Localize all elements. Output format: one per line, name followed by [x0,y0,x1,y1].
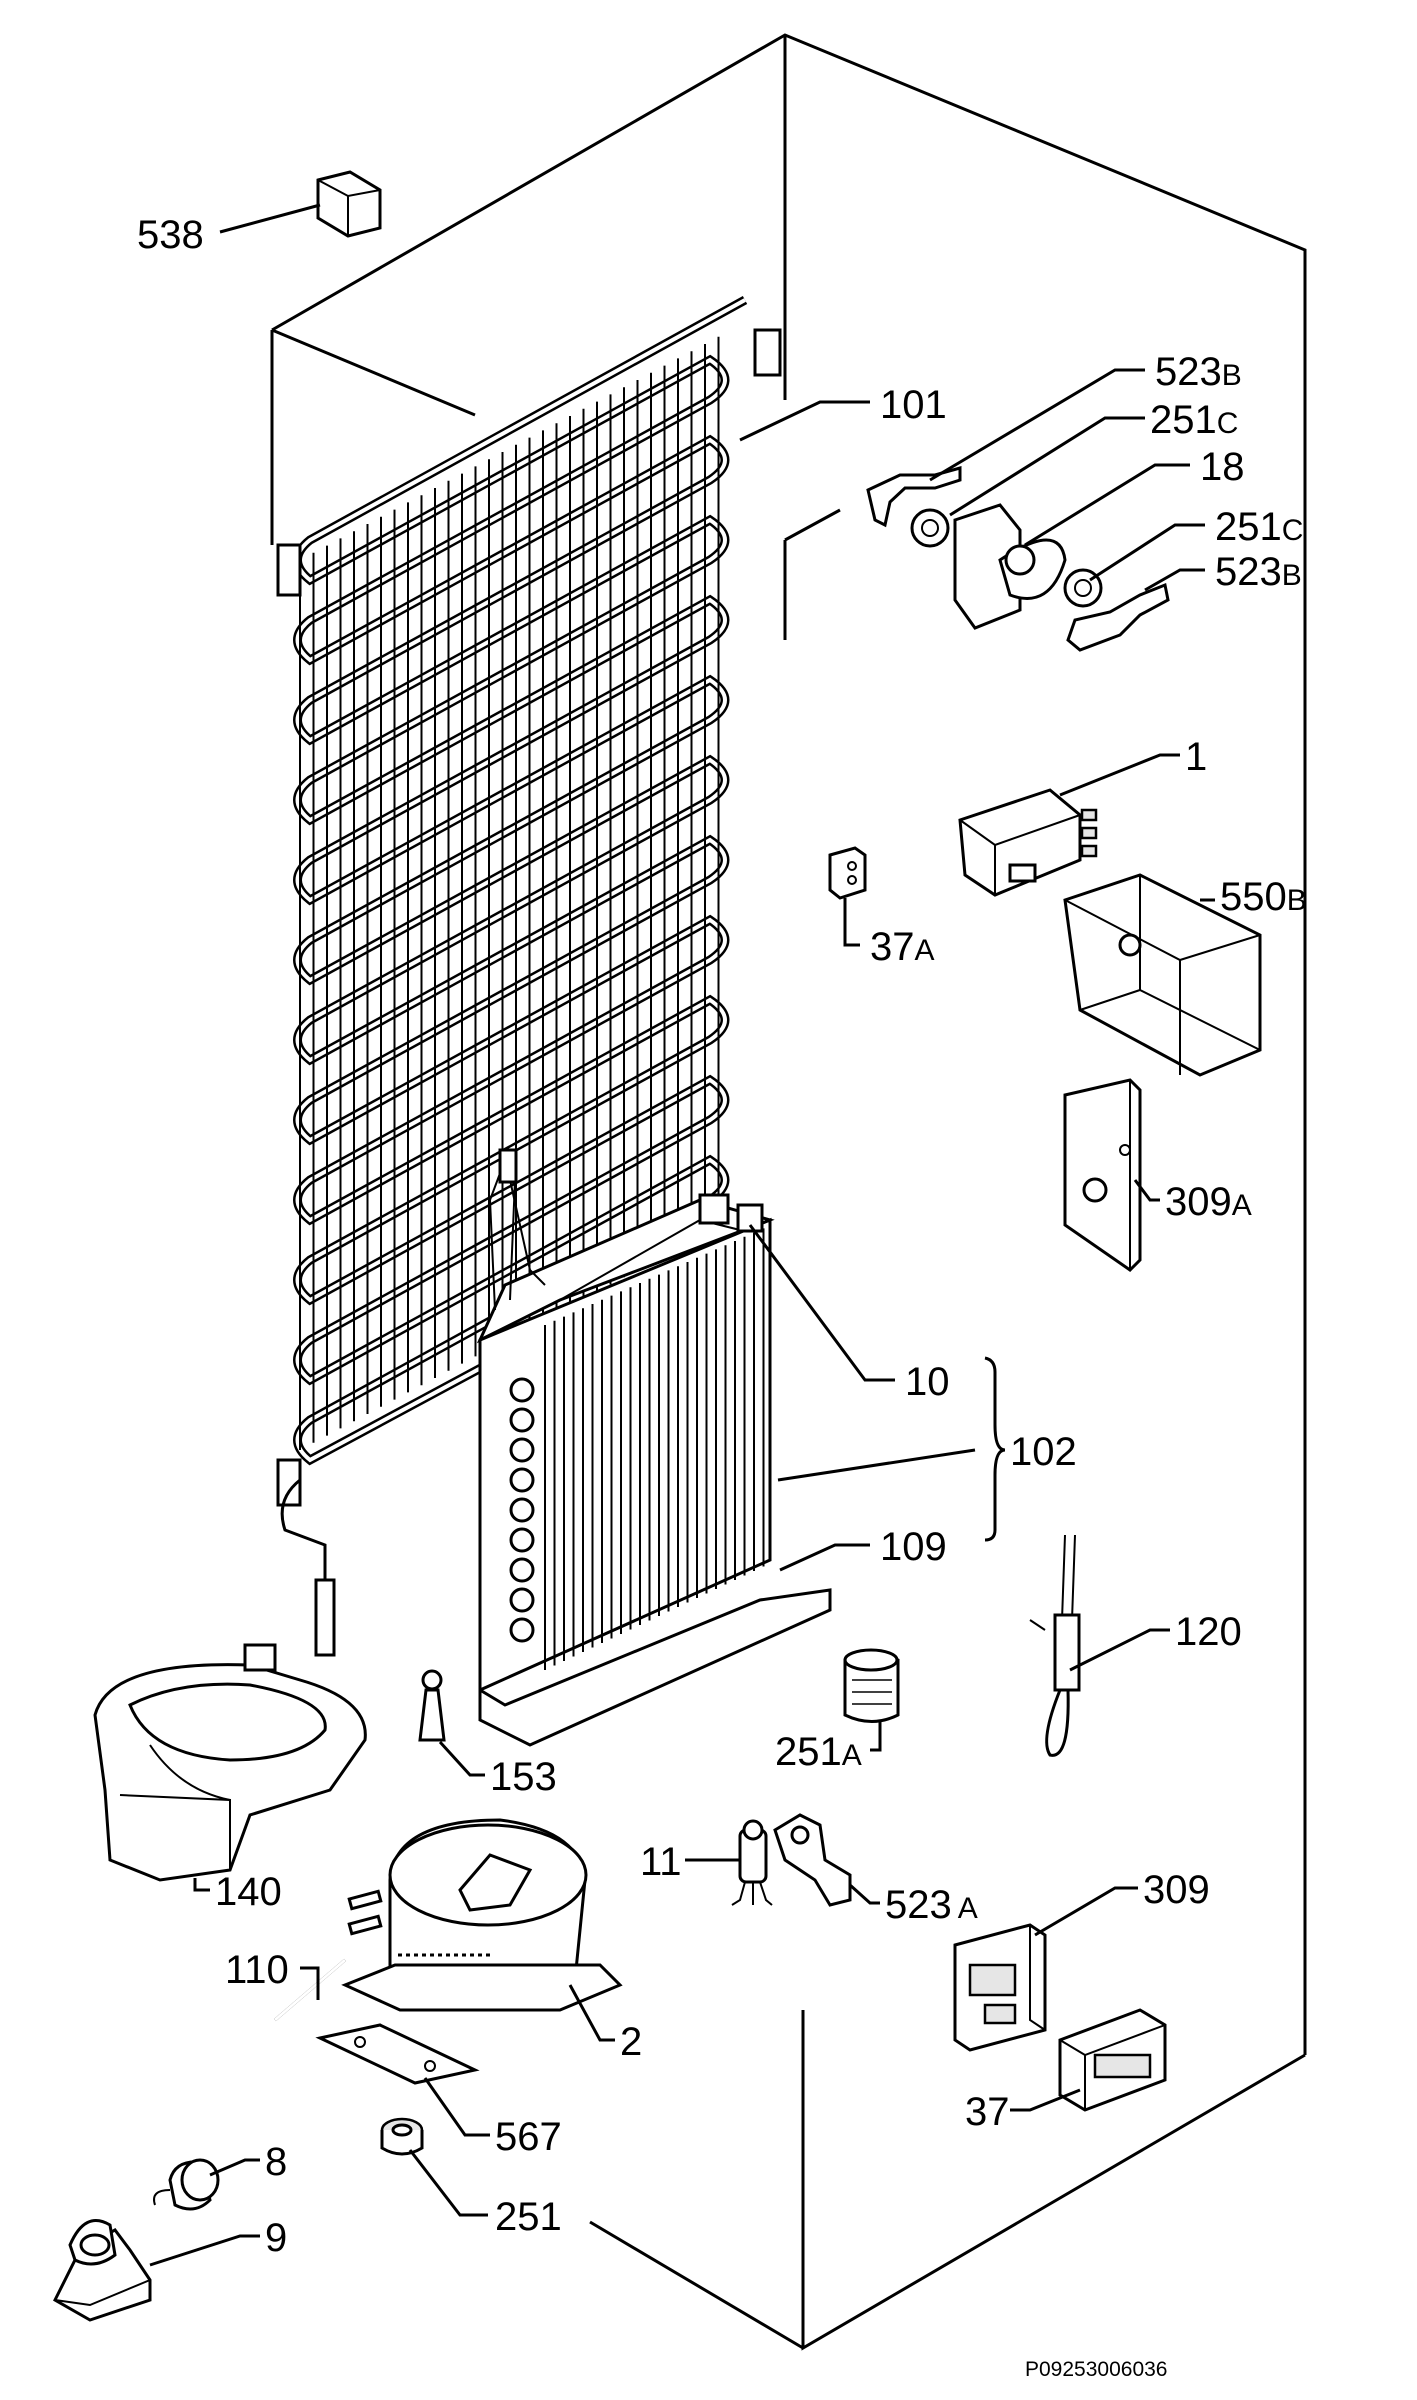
condenser [276,296,782,1657]
condenser-bracket-right [753,328,782,377]
fan-assembly [866,466,1170,652]
label-538: 538 [137,213,204,257]
label-523b-upper: 523B [1155,350,1242,394]
cabinet-outline [270,33,1307,2351]
valve-11 [731,1819,773,1906]
label-153: 153 [490,1755,557,1799]
defrost-sensor-block [698,1193,730,1225]
label-109: 109 [880,1525,947,1569]
plate-567 [315,2023,480,2085]
bracket-523a [773,1813,852,1907]
evaporator-coil-ends [509,1377,535,1643]
label-10: 10 [905,1360,950,1404]
module-37 [1058,2008,1167,2112]
drip-tray [478,1588,832,1747]
label-309a: 309A [1165,1180,1252,1224]
label-550b: 550B [1220,875,1307,919]
condenser-drier-end [314,1578,336,1657]
label-140: 140 [215,1870,282,1914]
evaporator [476,1148,832,1747]
label-11: 11 [640,1840,682,1884]
label-37: 37 [965,2090,1010,2134]
label-37a: 37A [870,925,935,969]
part-538-block [316,170,382,238]
cover-9 [53,2219,152,2322]
compressor-2 [341,1818,623,2012]
label-567: 567 [495,2115,562,2159]
tube-110 [274,1958,346,2022]
cover-550b [1063,873,1262,1077]
label-110: 110 [225,1948,289,1992]
label-120: 120 [1175,1610,1242,1654]
drawing-code: P09253006036 [1025,2358,1167,2381]
label-101: 101 [880,383,947,427]
thermostat-1 [958,788,1098,897]
label-18: 18 [1200,445,1245,489]
label-1: 1 [1185,735,1207,779]
label-2: 2 [620,2020,642,2064]
label-8: 8 [265,2140,287,2184]
connector-37a [828,846,867,900]
condenser-bracket-top [276,543,302,597]
label-9: 9 [265,2216,287,2260]
evaporation-tray-140 [93,1643,367,1882]
fan-motor-18 [953,503,1022,630]
bracket-523b-upper [866,466,962,528]
plate-309a [1063,1078,1142,1272]
heater-120 [1029,1534,1081,1757]
compressor-terminal-cover [458,1853,533,1912]
bracket-523b-lower [1066,582,1170,652]
grommet-251c-upper [910,508,950,548]
part-labels: 538 101 523B 251C 18 251C 523B 1 550B 37… [137,213,1307,2381]
grommet-251a [843,1648,900,1723]
clip-153 [418,1669,446,1742]
label-102: 102 [1010,1430,1077,1474]
board-309 [953,1923,1047,2052]
leader-lines [149,203,1215,2267]
evaporator-cable-clip [498,1148,518,1184]
label-523b-lower: 523B [1215,550,1302,594]
grommet-251 [380,2117,424,2156]
condenser-bracket-bottom [276,1458,302,1507]
label-251c-lower: 251C [1215,505,1303,549]
condenser-wire-rods [299,336,720,1450]
label-309: 309 [1143,1868,1210,1912]
evaporator-fins [544,1228,765,1670]
label-251a: 251A [775,1730,862,1774]
label-251: 251 [495,2195,562,2239]
relay-8 [153,2158,220,2211]
label-251c-upper: 251C [1150,398,1238,442]
